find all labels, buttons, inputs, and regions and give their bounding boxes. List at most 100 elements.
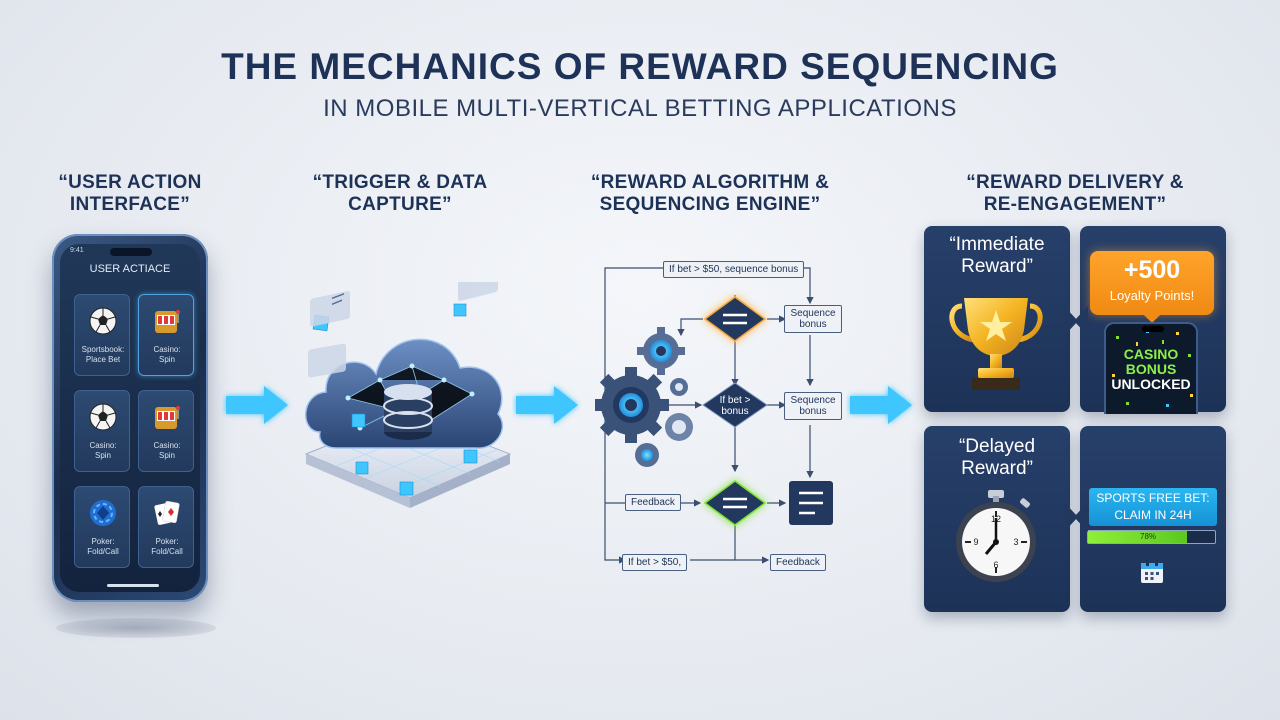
sequencing-flowchart [595,267,833,564]
free-bet-line: CLAIM IN 24H [1114,508,1192,522]
tile-casino-spin[interactable]: Casino: Spin [74,390,130,472]
sequence-bonus-line: bonus [799,319,827,330]
tile-poker[interactable]: Poker: Fold/Call [138,486,194,568]
tile-poker[interactable]: Poker: Fold/Call [74,486,130,568]
phone-notch [110,248,152,256]
list-icon [789,481,833,525]
calendar-icon [1141,560,1163,583]
playing-cards-icon [154,501,180,525]
tile-label-line: Place Bet [85,355,121,364]
tile-label-line: Casino: [153,345,181,354]
soccer-ball-icon [89,403,117,431]
casino-bonus-line: BONUS [1125,361,1177,377]
stage-title-line: RE-ENGAGEMENT” [983,194,1167,215]
tile-sportsbook[interactable]: Sportsbook: Place Bet [74,294,130,376]
phone-screen: Sportsbook: Place Bet Casino: Spin Casin… [60,244,200,592]
cloud-data-illustration [304,282,512,508]
tile-label: Casino: Spin [75,441,131,461]
points-value: +500 [1123,256,1181,284]
panel-title-line: “Immediate [949,234,1045,255]
points-label: Loyalty Points! [1109,288,1195,303]
soccer-ball-icon [89,307,117,335]
sequence-bonus-box: Sequence bonus [784,392,842,420]
tile-label-line: Spin [158,355,175,364]
tile-label-line: Poker: [91,537,115,546]
stage-title-line: “REWARD DELIVERY & [966,172,1184,193]
casino-bonus-line: UNLOCKED [1111,376,1191,392]
if-bet-line: bonus [721,406,749,417]
loyalty-points-badge [1090,251,1214,315]
slot-machine-icon [155,310,180,333]
decision-diamond [703,295,767,343]
immediate-reward-title: “Immediate Reward” [924,234,1070,278]
condition-bottom-label: If bet > $50, [622,554,688,571]
tile-label-line: Spin [158,451,175,460]
tile-label-line: Casino: [89,441,117,450]
claim-progress-label: 78% [1140,532,1157,541]
svg-text:6: 6 [993,560,998,570]
decision-diamond [702,382,768,428]
tile-casino-spin[interactable]: Casino: Spin [138,294,194,376]
database-icon [383,384,433,440]
tile-label-line: Casino: [153,441,181,450]
free-bet-badge [1089,488,1217,526]
tile-label: Poker: Fold/Call [139,537,195,557]
if-bet-diamond-text: If bet > bonus [706,395,764,417]
stage-title-algorithm: “REWARD ALGORITHM & SEQUENCING ENGINE” [570,172,850,216]
confetti-icon [1112,326,1193,407]
stage-title-line: INTERFACE” [69,194,191,215]
tile-label-line: Fold/Call [151,547,183,556]
stage-title-trigger: “TRIGGER & DATA CAPTURE” [300,172,500,216]
flow-arrow-icon [850,386,912,424]
stage-title-delivery: “REWARD DELIVERY & RE-ENGAGEMENT” [940,172,1210,216]
trophy-icon [949,298,1043,390]
stage-title-line: CAPTURE” [348,194,452,215]
tile-label: Casino: Spin [139,345,195,365]
page-subtitle: IN MOBILE MULTI-VERTICAL BETTING APPLICA… [323,95,957,122]
panel-title-line: Reward” [961,256,1033,277]
casino-bonus-text: CASINO BONUS UNLOCKED [1104,347,1198,392]
stage-title-line: “TRIGGER & DATA [312,172,488,193]
stage-title-line: “REWARD ALGORITHM & [590,172,830,193]
stopwatch-icon: 12369 [956,490,1036,582]
slot-machine-icon [155,406,180,429]
gears-icon [595,327,693,467]
phone-home-indicator [107,584,159,587]
badge-pointer [1142,313,1162,323]
poker-chip-icon [90,500,116,526]
if-bet-line: If bet > [719,395,751,406]
panel-title-line: Reward” [961,458,1033,479]
stage-title-line: SEQUENCING ENGINE” [599,194,821,215]
flow-arrow-icon [226,386,288,424]
condition-top-label: If bet > $50, sequence bonus [663,261,805,278]
tile-label: Sportsbook: Place Bet [75,345,131,365]
stage-title-line: “USER ACTION [58,172,202,193]
feedback-left-label: Feedback [625,494,681,511]
phone-time: 9:41 [70,247,84,254]
sequence-bonus-line: bonus [799,406,827,417]
free-bet-line: SPORTS FREE BET: [1096,491,1210,505]
panel-connector [1064,502,1088,532]
sequence-bonus-box: Sequence bonus [784,305,842,333]
mini-phone-screen [1104,322,1198,414]
flow-arrow-icon [516,386,578,424]
svg-text:3: 3 [1013,537,1018,547]
sequence-bonus-line: Sequence [790,308,836,319]
panel-title-line: “Delayed [958,436,1036,457]
tile-label: Poker: Fold/Call [75,537,131,557]
tile-label-line: Fold/Call [87,547,119,556]
tile-label-line: Spin [94,451,111,460]
feedback-bottom-label: Feedback [770,554,826,571]
sequence-bonus-line: Sequence [790,395,836,406]
panel-connector [1064,306,1088,336]
phone-shadow [56,618,216,638]
decision-diamond [703,479,767,527]
tile-label-line: Sportsbook: [81,345,125,354]
stage-title-user-action: “USER ACTION INTERFACE” [40,172,220,216]
page-title: THE MECHANICS OF REWARD SEQUENCING [221,46,1059,87]
phone-header: USER ACTIACE [89,263,171,275]
casino-bonus-line: CASINO [1123,346,1179,362]
free-bet-text: SPORTS FREE BET: CLAIM IN 24H [1089,490,1217,524]
svg-text:9: 9 [973,537,978,547]
tile-casino-spin[interactable]: Casino: Spin [138,390,194,472]
